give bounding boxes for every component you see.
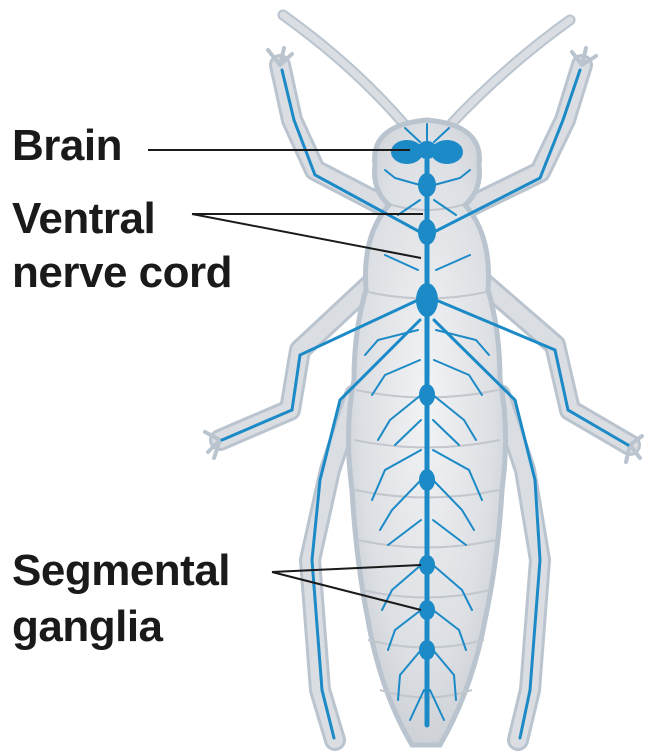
ventral-nerve-cord-label-line2: nerve cord [12,248,232,298]
brain-label: Brain [12,121,122,171]
segmental-ganglia-label-line2: ganglia [12,602,163,652]
ventral-nerve-cord-label-line1: Ventral [12,194,155,244]
segmental-ganglia-label-line1: Segmental [12,546,230,596]
